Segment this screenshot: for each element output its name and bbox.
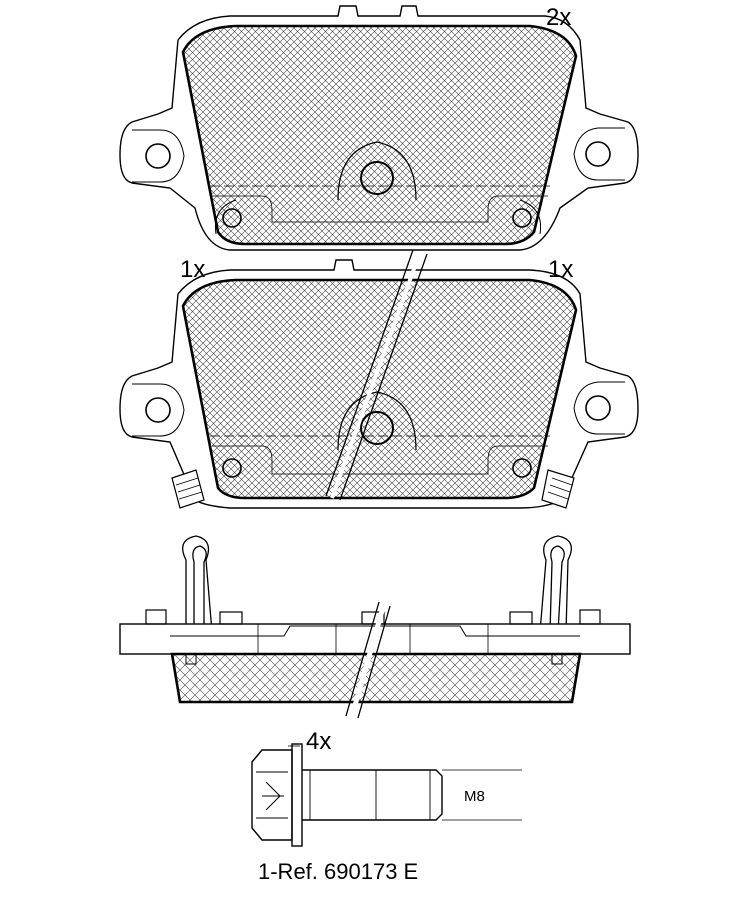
brake-pad-top-view <box>119 5 639 251</box>
brake-pad-side-view <box>119 535 631 719</box>
quantity-label-bolts: 4x <box>306 728 332 755</box>
thread-size-label: M8 <box>464 788 485 805</box>
reference-number: 1-Ref. 690173 E <box>258 859 419 884</box>
quantity-label-left: 1x <box>180 256 206 283</box>
quantity-label-right: 1x <box>548 256 574 283</box>
quantity-label-top: 2x <box>546 4 572 31</box>
brake-pad-with-wear-indicator <box>119 249 639 509</box>
mounting-bolt <box>251 743 522 847</box>
